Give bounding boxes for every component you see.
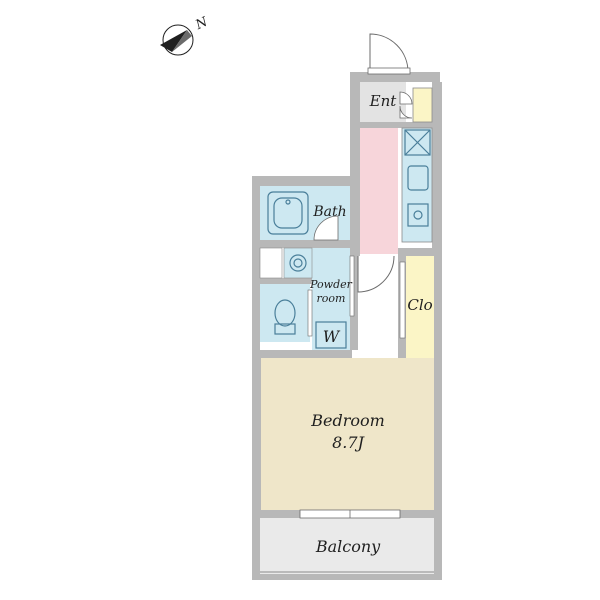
toilet-room-floor xyxy=(260,284,310,342)
bathtub-icon xyxy=(267,191,309,235)
compass-needle-tail-icon xyxy=(172,30,192,52)
bedroom-door-swing-icon xyxy=(357,255,395,293)
storage-niche xyxy=(259,247,283,279)
room-fills xyxy=(259,82,434,574)
powder-room-label-line2: room xyxy=(317,292,346,305)
washbasin-icon xyxy=(289,254,307,272)
kitchen-counter xyxy=(401,127,433,243)
entrance-label: Ent xyxy=(369,92,398,110)
room-labels: Ent Bath Powder room W Clo Bedroom 8.7J … xyxy=(309,92,433,556)
washer-pan-icon xyxy=(315,321,347,349)
bath-door-swing-icon xyxy=(313,215,339,241)
hall-door-swing-icon xyxy=(399,91,413,105)
compass-label: N xyxy=(193,14,211,33)
entrance-floor xyxy=(360,82,406,122)
compass-needle-icon xyxy=(160,30,187,52)
shoe-cabinet xyxy=(412,87,433,123)
compass-ring-icon xyxy=(162,24,194,56)
bedroom-floor xyxy=(261,358,434,510)
bedroom-size-label: 8.7J xyxy=(332,433,365,452)
closet-door xyxy=(399,261,406,339)
doors xyxy=(260,33,434,573)
powder-room-floor xyxy=(312,248,350,350)
washbasin-area xyxy=(283,247,313,279)
closet-floor xyxy=(406,256,434,358)
bedroom-label: Bedroom xyxy=(310,411,385,430)
washer-label: W xyxy=(323,327,341,346)
toilet-icon xyxy=(274,299,296,335)
fridge-icon xyxy=(404,129,431,156)
entrance-door-swing-icon xyxy=(369,33,409,73)
sink-icon xyxy=(407,165,429,191)
powder-room-label-line1: Powder xyxy=(309,278,353,291)
toilet-door xyxy=(307,289,313,337)
powder-sliding-door xyxy=(349,255,355,317)
compass: N xyxy=(160,14,211,56)
bath-label: Bath xyxy=(312,204,346,220)
closet-label: Clo xyxy=(407,296,432,314)
balcony-label: Balcony xyxy=(315,537,381,556)
fixtures xyxy=(267,129,431,349)
kitchen-hall-floor xyxy=(360,128,398,254)
stove-icon xyxy=(407,203,429,227)
balcony-floor xyxy=(260,518,434,574)
